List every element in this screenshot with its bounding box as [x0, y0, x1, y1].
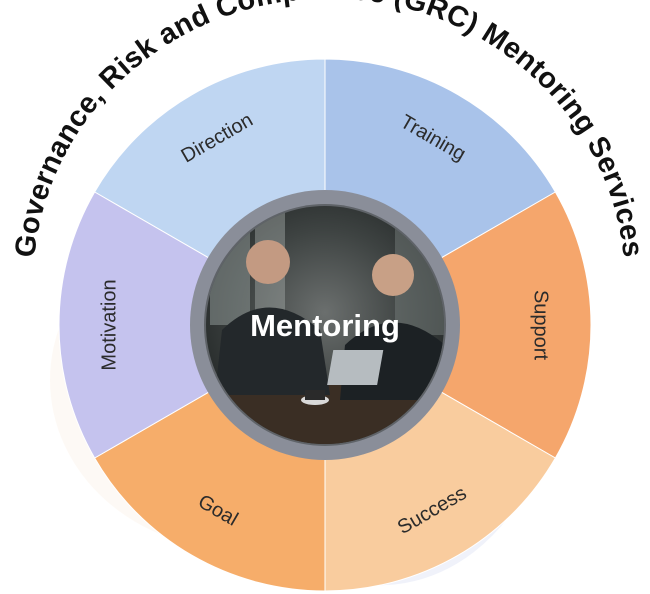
- two-businessmen-meeting-photo: [206, 206, 444, 444]
- segment-label-motivation: Motivation: [98, 279, 120, 370]
- segment-label-support: Support: [530, 290, 552, 360]
- center-label: Mentoring: [250, 308, 400, 343]
